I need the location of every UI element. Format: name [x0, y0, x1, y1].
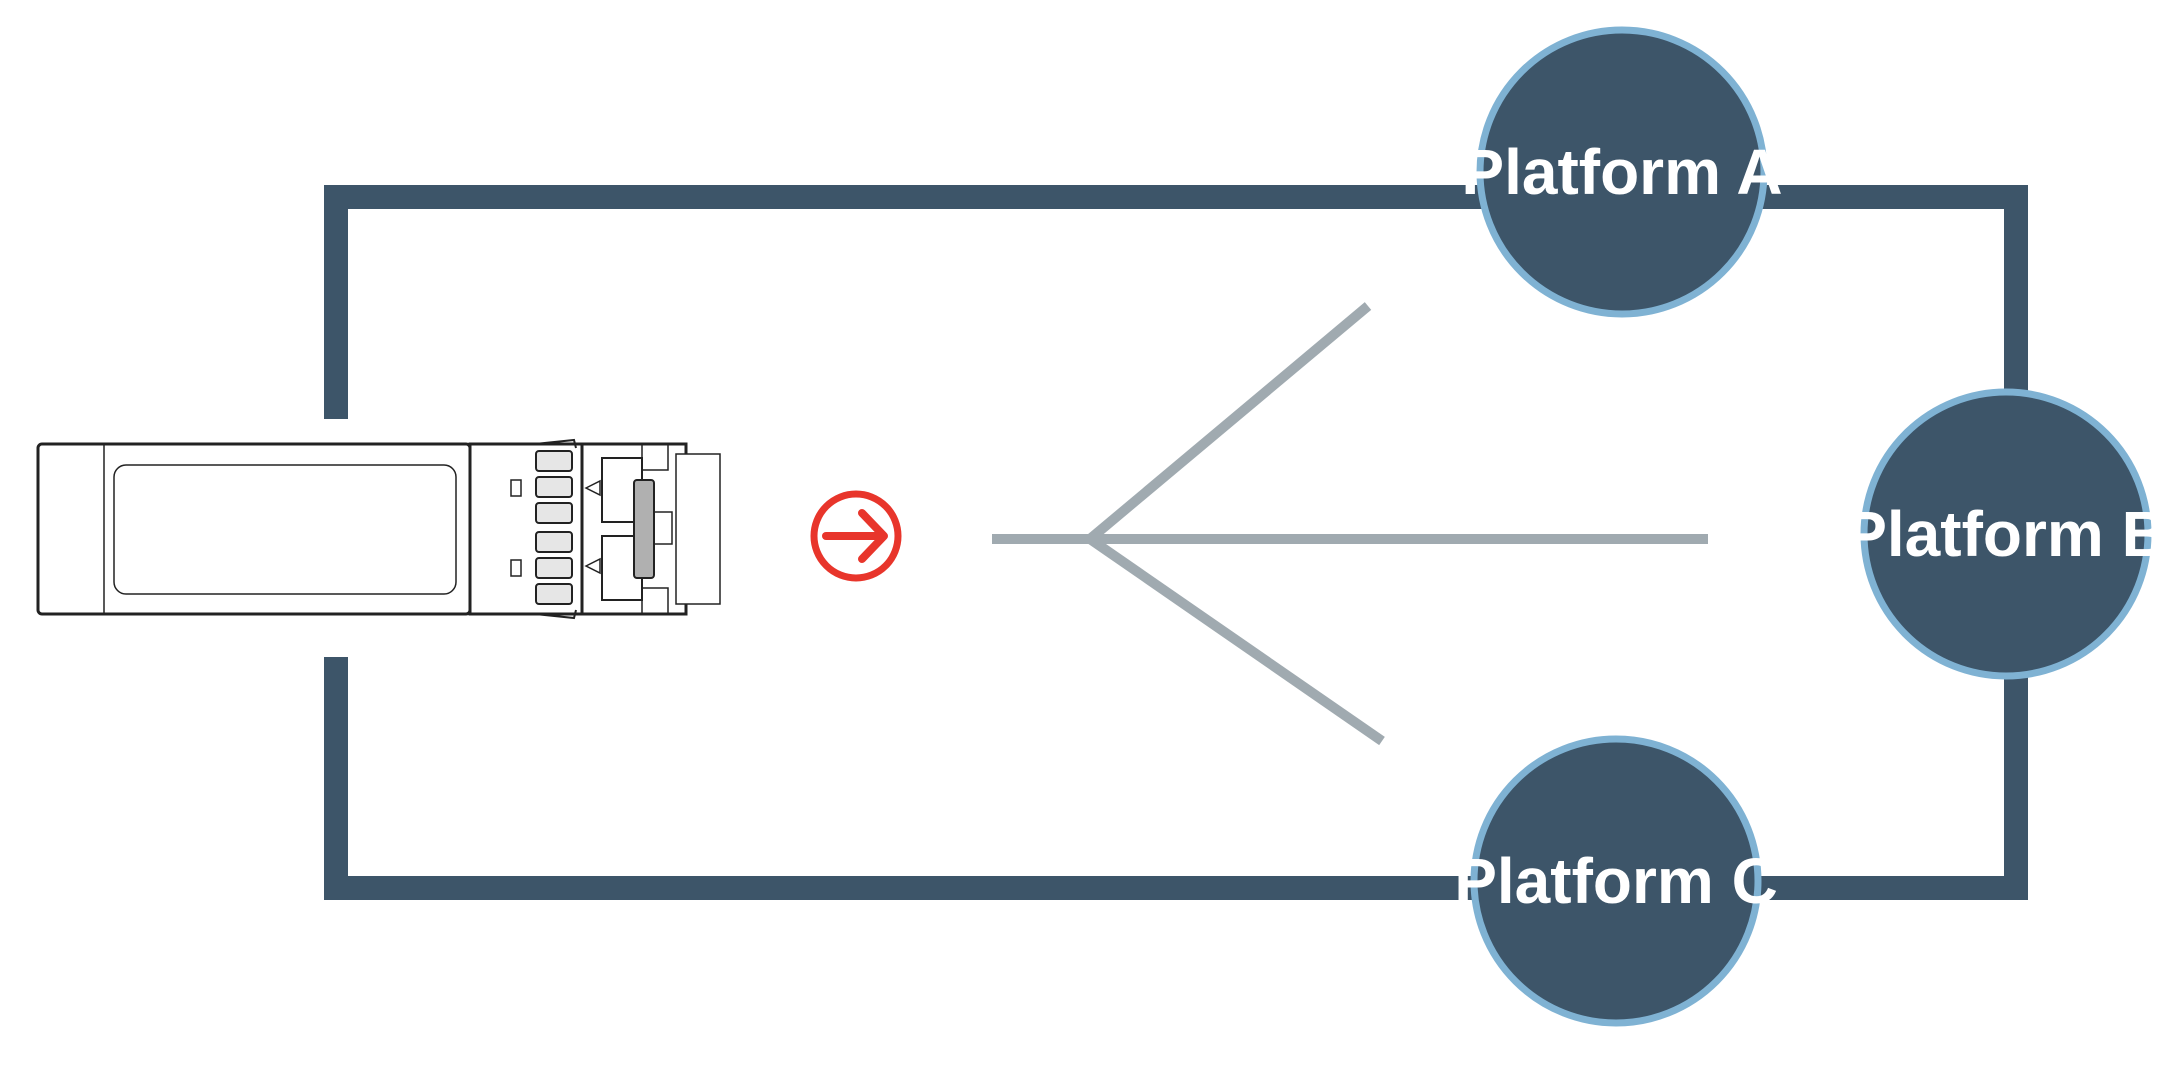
platform-label-a: Platform A	[1461, 136, 1782, 208]
sfp-transceiver-icon	[36, 438, 721, 620]
platform-label-c: Platform C	[1454, 845, 1778, 917]
branch-lower-line	[1087, 534, 1385, 746]
platform-node-c: Platform C	[1454, 735, 1778, 1027]
circle-arrow-right-icon	[810, 490, 902, 582]
connection-frame	[324, 185, 2028, 900]
frame-top-path	[324, 185, 2028, 500]
frame-bottom-path	[324, 570, 2028, 900]
platform-node-a: Platform A	[1461, 26, 1783, 318]
branch-lines	[992, 302, 1708, 746]
platform-label-b: Platform B	[1844, 498, 2160, 570]
platform-node-b: Platform B	[1844, 388, 2160, 680]
branch-upper-line	[1086, 302, 1372, 543]
